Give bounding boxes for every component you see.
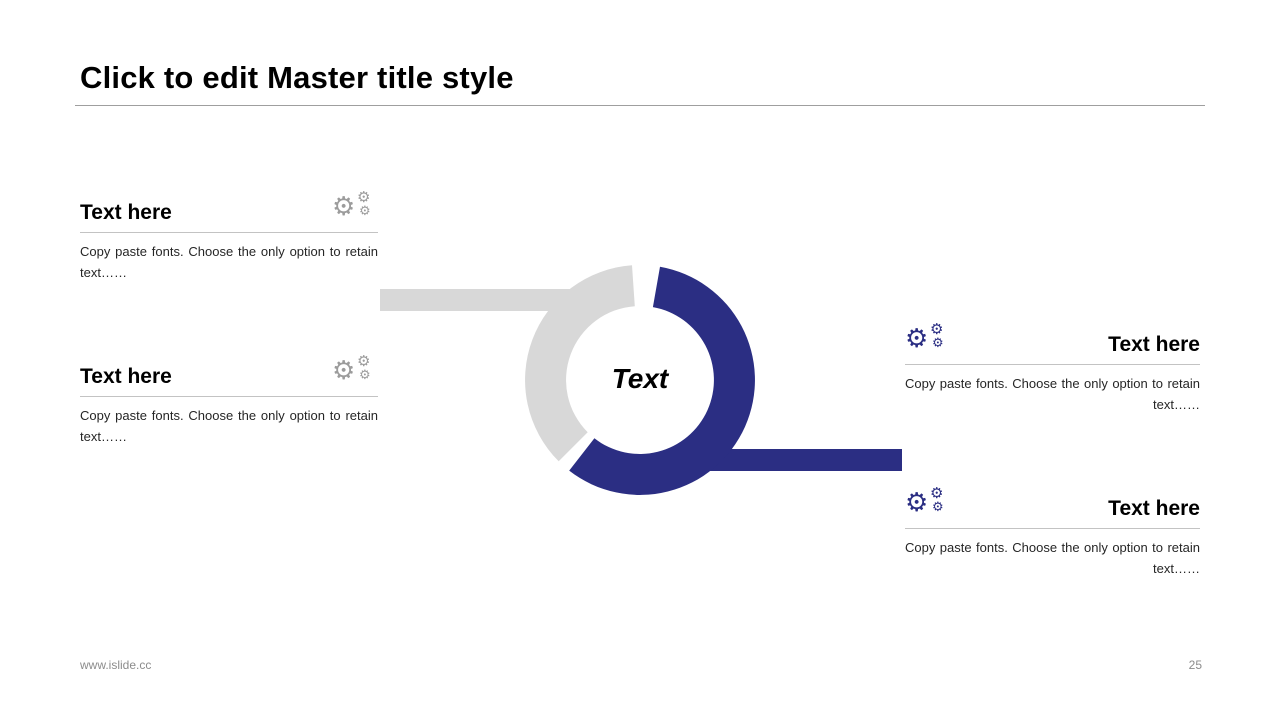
gear-icon: ⚙	[905, 488, 929, 518]
text-block-left-2: Text here ⚙ ⚙ ⚙ Copy paste fonts. Choose…	[80, 354, 378, 448]
gear-icon: ⚙	[357, 188, 371, 206]
page-number: 25	[1188, 658, 1202, 672]
text-block-left-1: Text here ⚙ ⚙ ⚙ Copy paste fonts. Choose…	[80, 190, 378, 284]
gear-icon: ⚙	[332, 192, 356, 222]
gear-icon: ⚙	[905, 324, 929, 354]
block-heading: Text here	[80, 364, 172, 388]
gray-arc-segment	[525, 265, 635, 462]
block-heading: Text here	[1108, 332, 1200, 356]
block-body: Copy paste fonts. Choose the only option…	[905, 540, 1200, 576]
block-header: Text here ⚙ ⚙ ⚙	[80, 190, 378, 233]
gears-icon: ⚙ ⚙ ⚙	[332, 354, 378, 388]
block-heading: Text here	[80, 200, 172, 224]
block-header: ⚙ ⚙ ⚙ Text here	[905, 486, 1200, 529]
gray-connector-bar	[380, 289, 605, 311]
footer-website: www.islide.cc	[80, 658, 152, 672]
gear-icon: ⚙	[357, 352, 371, 370]
navy-connector-bar	[695, 449, 902, 471]
block-header: ⚙ ⚙ ⚙ Text here	[905, 322, 1200, 365]
gear-icon: ⚙	[930, 484, 944, 502]
gear-icon: ⚙	[332, 356, 356, 386]
navy-arc-segment	[569, 266, 755, 495]
text-block-right-2: ⚙ ⚙ ⚙ Text here Copy paste fonts. Choose…	[905, 486, 1200, 580]
text-block-right-1: ⚙ ⚙ ⚙ Text here Copy paste fonts. Choose…	[905, 322, 1200, 416]
block-body: Copy paste fonts. Choose the only option…	[80, 408, 378, 444]
gear-icon: ⚙	[932, 500, 944, 515]
block-body: Copy paste fonts. Choose the only option…	[80, 244, 378, 280]
donut-center	[570, 310, 710, 450]
block-heading: Text here	[1108, 496, 1200, 520]
gear-icon: ⚙	[932, 336, 944, 351]
gear-icon: ⚙	[359, 368, 371, 383]
gear-icon: ⚙	[930, 320, 944, 338]
gears-icon: ⚙ ⚙ ⚙	[905, 322, 951, 356]
gears-icon: ⚙ ⚙ ⚙	[332, 190, 378, 224]
slide-title: Click to edit Master title style	[80, 60, 514, 95]
diagram-center-label: Text	[611, 363, 669, 394]
block-header: Text here ⚙ ⚙ ⚙	[80, 354, 378, 397]
block-body: Copy paste fonts. Choose the only option…	[905, 376, 1200, 412]
gear-icon: ⚙	[359, 204, 371, 219]
gears-icon: ⚙ ⚙ ⚙	[905, 486, 951, 520]
title-divider	[75, 105, 1205, 106]
